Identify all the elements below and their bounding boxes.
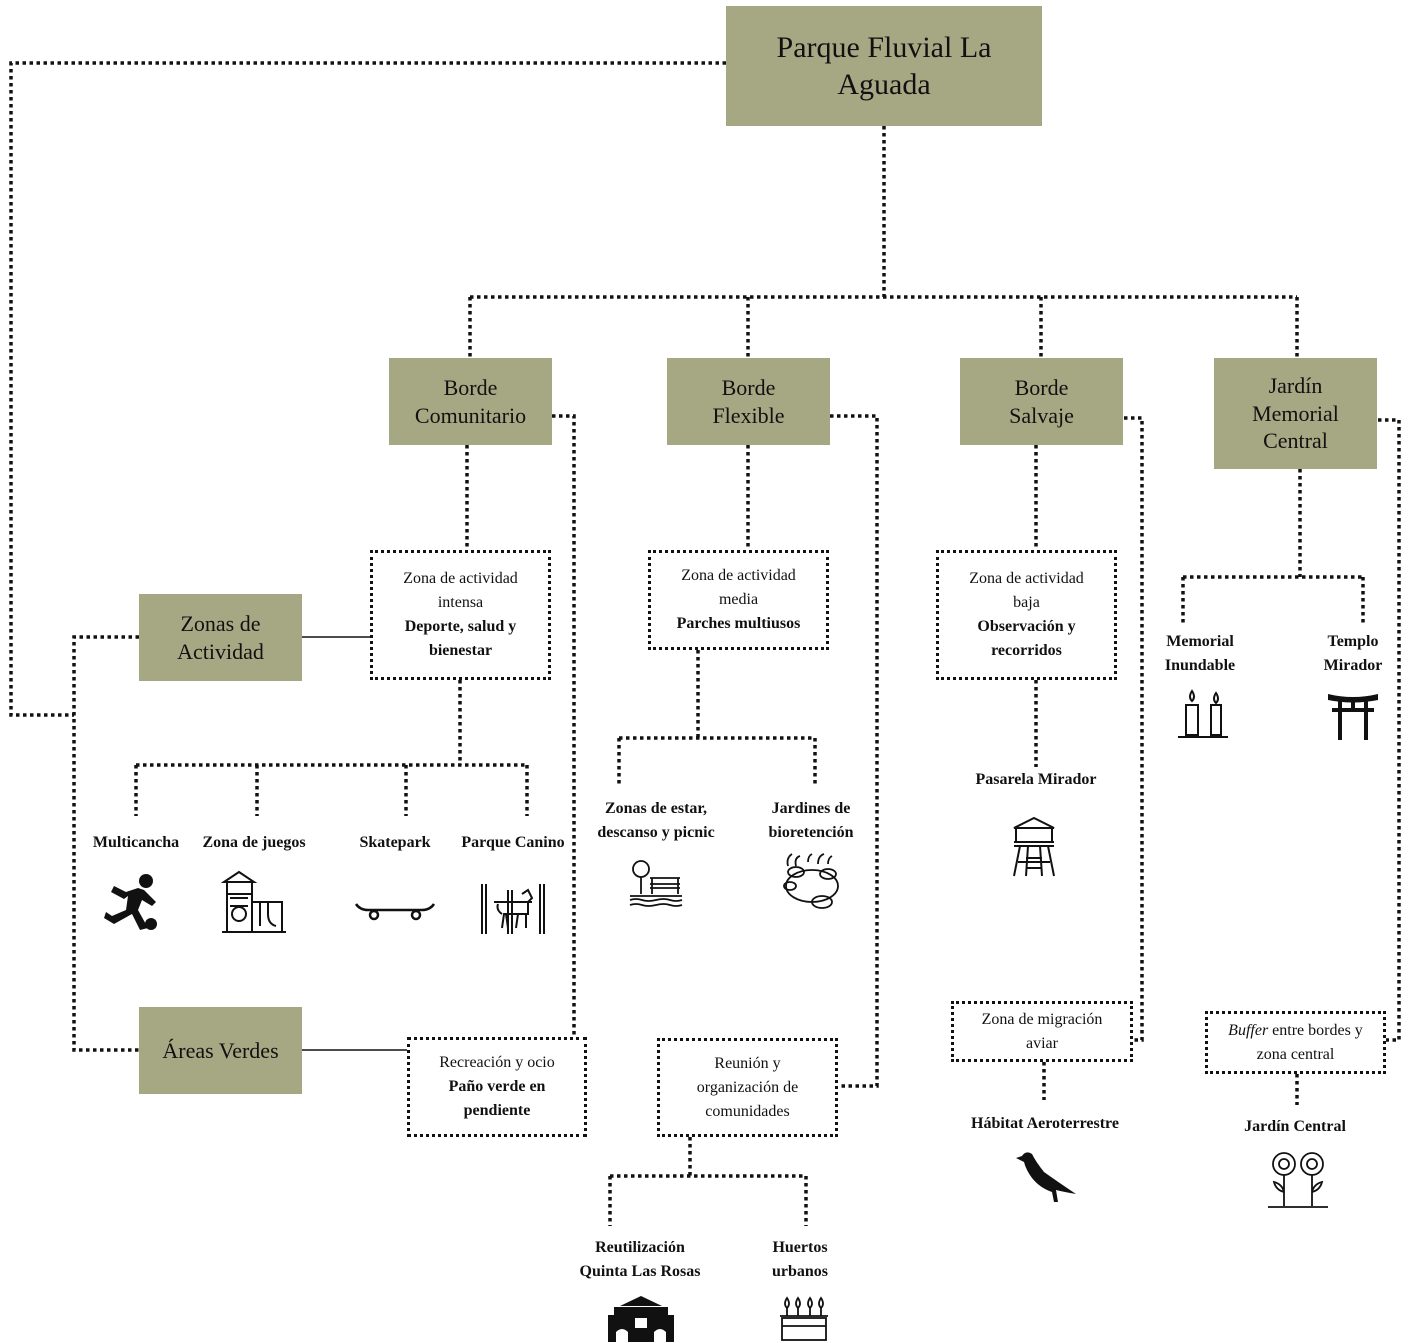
zone-buffer-line1: Buffer entre bordes y — [1228, 1019, 1363, 1043]
zone-buffer-rest: entre bordes y — [1268, 1021, 1363, 1039]
bird-icon — [1016, 1152, 1076, 1202]
leaf-jardin-central: Jardín Central — [1244, 1118, 1346, 1135]
root-title: Parque Fluvial La Aguada — [776, 30, 992, 102]
zone-migracion-line2: aviar — [1026, 1034, 1058, 1052]
connector-jardin-right — [1378, 418, 1401, 1042]
zone-reunion-line1: Reunión y — [714, 1054, 781, 1072]
zone-intensa-bold1: Deporte, salud y — [404, 618, 517, 635]
zone-box-buffer: Buffer entre bordes y zona central — [1205, 1011, 1386, 1074]
connector-salvaje-right — [1124, 416, 1144, 1042]
leaf-skatepark: Skatepark — [359, 834, 431, 851]
leaf-templo-mirador: Templo Mirador — [1323, 633, 1383, 674]
bioretention-garden-icon — [783, 853, 839, 909]
zone-box-intensa: Zona de actividad intensa Deporte, salud… — [370, 550, 551, 680]
torii-gate-icon — [1328, 694, 1378, 740]
leaf-zona-juegos: Zona de juegos — [202, 834, 306, 851]
label-areas-verdes: Áreas Verdes — [162, 1037, 279, 1063]
leaf-parque-canino: Parque Canino — [461, 834, 565, 851]
leaf-memorial-inundable: Memorial Inundable — [1164, 633, 1236, 674]
zone-recreacion-bold1: Paño verde en — [448, 1078, 546, 1095]
zone-recreacion-bold2: pendiente — [463, 1102, 531, 1119]
skateboard-icon — [354, 903, 436, 921]
label-zonas-actividad: Zonas de Actividad — [177, 611, 264, 664]
zone-recreacion-line1: Recreación y ocio — [439, 1054, 555, 1071]
watchtower-icon — [1013, 816, 1055, 877]
node-zonas-actividad: Zonas de Actividad — [139, 594, 302, 681]
node-jardin-memorial: Jardín Memorial Central — [1214, 358, 1377, 469]
zone-migracion-line1: Zona de migración — [981, 1010, 1103, 1028]
zone-reunion-line2: organización de — [696, 1078, 799, 1096]
zone-box-media: Zona de actividad media Parches multiuso… — [648, 550, 829, 650]
zone-box-baja: Zona de actividad baja Observación y rec… — [936, 550, 1117, 680]
connector-root-left — [9, 61, 726, 717]
picnic-bench-icon — [629, 860, 683, 907]
leaf-pasarela-mirador: Pasarela Mirador — [975, 771, 1097, 788]
leaf-habitat-aeroterrestre: Hábitat Aeroterrestre — [971, 1115, 1119, 1132]
leaf-huertos-urbanos: Huertos urbanos — [771, 1239, 829, 1280]
zone-intensa-line2: intensa — [437, 594, 484, 611]
label-borde-comunitario: Borde Comunitario — [414, 375, 527, 428]
root-node: Parque Fluvial La Aguada — [726, 6, 1042, 126]
candles-icon — [1178, 689, 1228, 738]
zone-box-reunion: Reunión y organización de comunidades — [657, 1038, 838, 1137]
leaf-reutilizacion: Reutilización Quinta Las Rosas — [579, 1239, 701, 1280]
zone-media-line1: Zona de actividad — [681, 567, 796, 584]
node-areas-verdes: Áreas Verdes — [139, 1007, 302, 1094]
zone-reunion-line3: comunidades — [705, 1102, 790, 1120]
label-borde-salvaje: Borde Salvaje — [1009, 375, 1074, 428]
label-jardin-memorial: Jardín Memorial Central — [1252, 373, 1339, 454]
zone-buffer-line2: zona central — [1256, 1045, 1335, 1063]
zone-media-bold1: Parches multiusos — [676, 615, 801, 632]
zone-baja-line1: Zona de actividad — [969, 570, 1084, 587]
zone-box-recreacion: Recreación y ocio Paño verde en pendient… — [407, 1037, 587, 1137]
zone-baja-line2: baja — [1013, 594, 1040, 611]
zone-intensa-line1: Zona de actividad — [403, 570, 518, 587]
zone-baja-bold1: Observación y — [977, 618, 1076, 635]
dog-park-icon — [481, 884, 545, 934]
node-borde-flexible: Borde Flexible — [667, 358, 830, 445]
zone-baja-bold2: recorridos — [991, 642, 1062, 659]
planter-icon — [780, 1296, 828, 1341]
zone-media-line2: media — [718, 591, 759, 608]
leaf-multicancha: Multicancha — [92, 834, 180, 851]
node-borde-comunitario: Borde Comunitario — [389, 358, 552, 445]
leaf-zonas-estar: Zonas de estar, descanso y picnic — [597, 800, 715, 841]
soccer-player-icon — [104, 874, 157, 930]
connector-flexible-right — [830, 414, 879, 1088]
node-borde-salvaje: Borde Salvaje — [960, 358, 1123, 445]
connector-comunitario-right — [552, 414, 576, 1042]
zone-intensa-bold2: bienestar — [428, 642, 493, 659]
playground-icon — [220, 870, 286, 933]
leaf-jardines-bioretencion: Jardines de bioretención — [768, 800, 854, 841]
zone-buffer-italic: Buffer — [1228, 1021, 1269, 1039]
label-borde-flexible: Borde Flexible — [712, 375, 785, 428]
house-icon — [608, 1296, 674, 1342]
flowers-icon — [1268, 1152, 1328, 1208]
zone-box-migracion: Zona de migración aviar — [951, 1001, 1133, 1062]
